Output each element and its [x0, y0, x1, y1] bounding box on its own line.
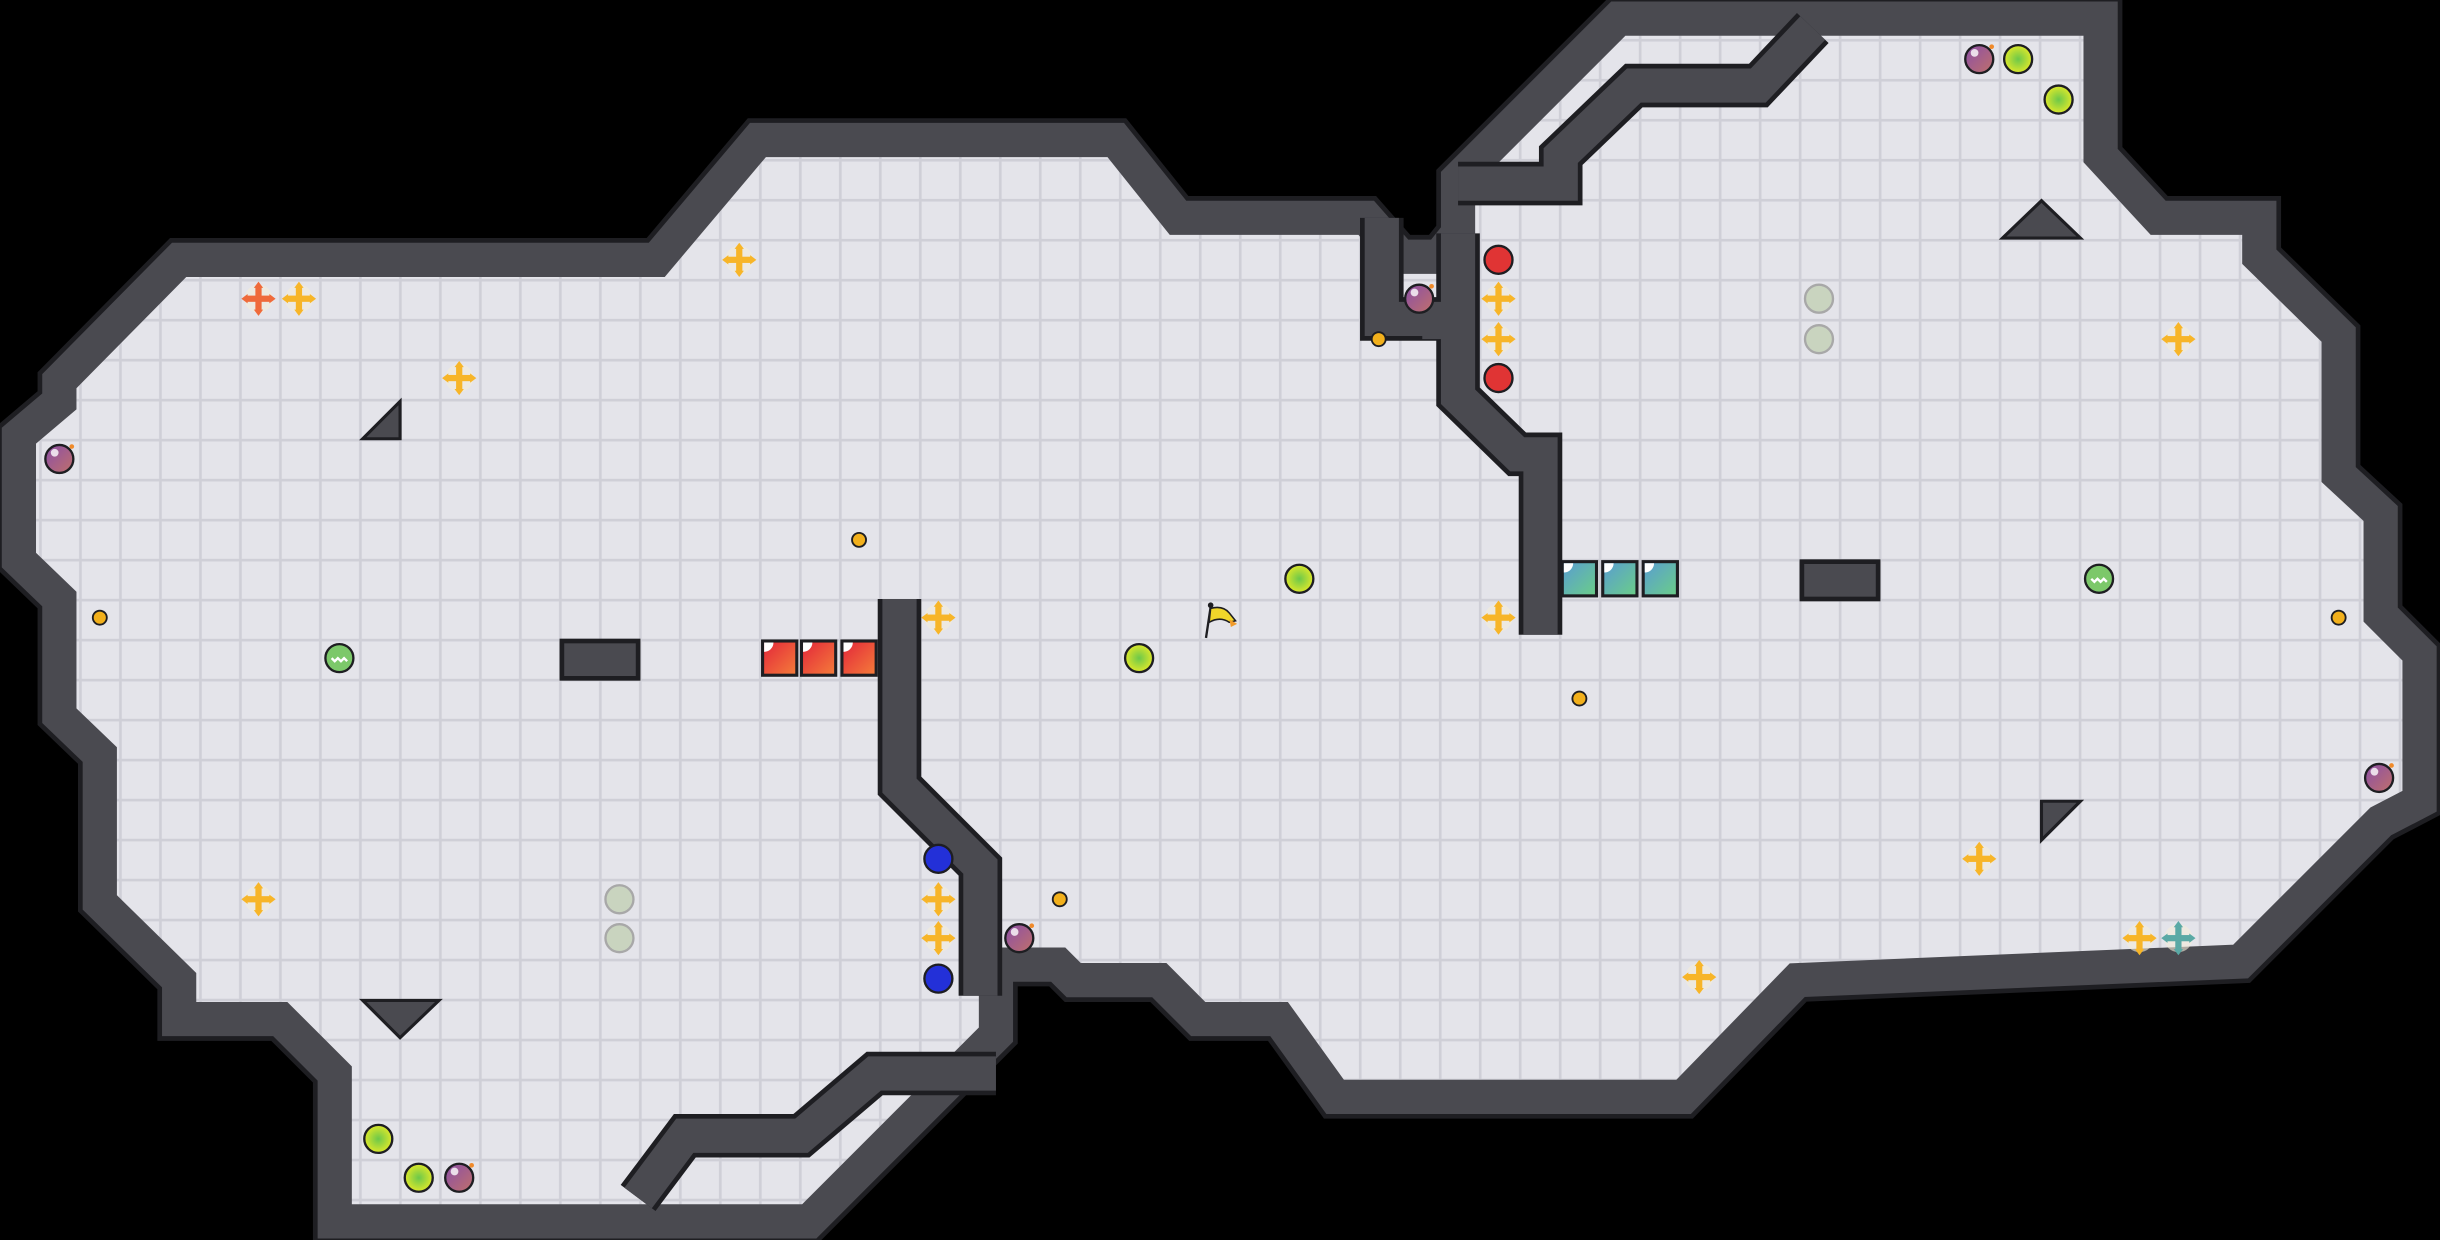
bomb-icon: [444, 1162, 475, 1193]
teal-block: [1641, 560, 1679, 598]
move-cross-icon: [442, 360, 477, 396]
move-cross-icon: [1962, 841, 1997, 876]
gray-dot-icon: [604, 884, 635, 915]
wall-block: [559, 638, 641, 681]
coin-icon: [1370, 331, 1387, 348]
coin-icon: [1051, 891, 1068, 908]
teal-block: [1560, 560, 1599, 598]
striped-ball-icon: [2083, 563, 2115, 594]
move-cross-icon: [1481, 600, 1516, 635]
wall-spike: [358, 397, 402, 441]
coin-icon: [851, 531, 867, 548]
yellow-ball-icon: [403, 1162, 434, 1193]
striped-ball-icon: [324, 642, 355, 674]
bomb-icon: [1403, 283, 1435, 314]
yellow-ball-icon: [363, 1123, 394, 1155]
coin-icon: [1571, 690, 1588, 707]
blue-dot-icon: [923, 843, 954, 874]
red-dot-icon: [1483, 244, 1514, 275]
move-cross-icon: [921, 882, 956, 917]
coin-icon: [2330, 609, 2347, 626]
bomb-icon: [1004, 922, 1035, 954]
red-block: [799, 639, 838, 677]
teal-block: [1601, 560, 1639, 598]
move-cross-icon: [1481, 281, 1516, 316]
red-block: [761, 639, 799, 677]
move-cross-icon: [241, 281, 276, 316]
red-block: [840, 639, 878, 677]
move-cross-icon: [1682, 959, 1717, 995]
move-cross-icon: [921, 600, 956, 635]
entities: [44, 43, 2395, 1193]
player-flag-icon[interactable]: [1204, 602, 1238, 639]
yellow-ball-icon: [2043, 84, 2074, 115]
move-cross-icon: [2161, 322, 2196, 357]
move-cross-icon: [281, 281, 317, 316]
coin-icon: [91, 609, 108, 626]
wall-spike: [358, 998, 443, 1040]
red-dot-icon: [1483, 362, 1514, 394]
move-cross-icon: [2122, 921, 2157, 956]
move-cross-icon: [722, 242, 757, 277]
move-cross-icon: [2161, 921, 2196, 956]
bomb-icon: [1964, 43, 1995, 75]
walls: [19, 19, 2420, 1222]
move-cross-icon: [241, 882, 276, 917]
yellow-ball-icon: [1123, 642, 1155, 674]
gray-dot-icon: [1803, 324, 1835, 355]
wall-spike: [1998, 198, 2085, 240]
blue-dot-icon: [923, 963, 954, 994]
gray-dot-icon: [1803, 283, 1835, 314]
wall-block: [1799, 559, 1881, 602]
yellow-ball-icon: [2002, 43, 2034, 75]
yellow-ball-icon: [1284, 563, 1315, 594]
move-cross-icon: [921, 921, 956, 956]
wall-spike: [2039, 799, 2085, 844]
move-cross-icon: [1481, 322, 1516, 357]
bomb-icon: [2363, 762, 2395, 794]
bomb-icon: [44, 443, 75, 475]
gray-dot-icon: [604, 922, 635, 954]
